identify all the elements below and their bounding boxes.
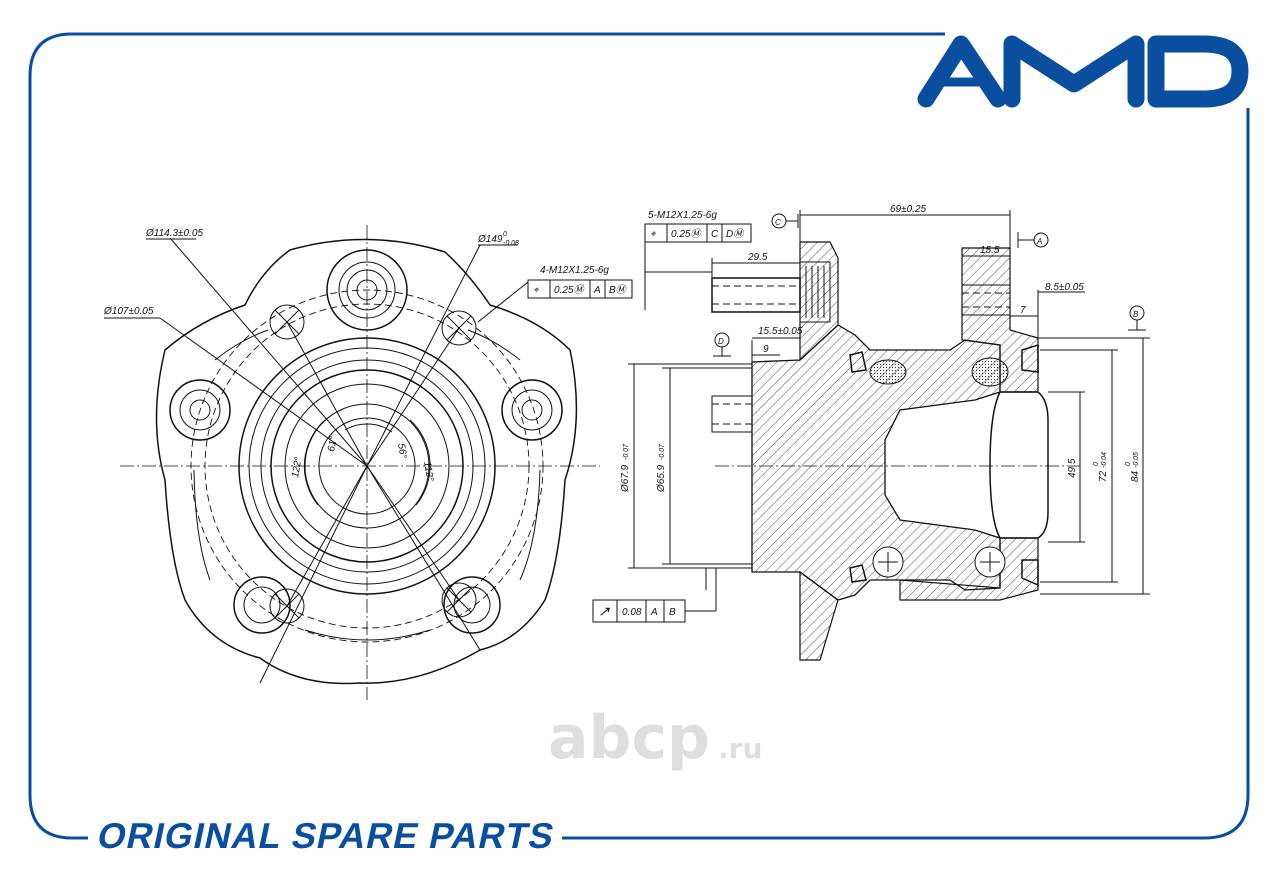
frame-border [28, 32, 945, 840]
outer-diameter-dimension: Ø149 [477, 234, 503, 245]
pcd-dimension: Ø114.3±0.05 [145, 228, 203, 239]
svg-text:A: A [1036, 237, 1042, 246]
frame-border-right [562, 108, 1250, 840]
length-9: 9 [763, 344, 769, 355]
angle-112: 112° [421, 461, 435, 483]
svg-text:0.25Ⓜ: 0.25Ⓜ [671, 228, 702, 240]
angle-56: 56° [395, 443, 408, 460]
watermark: abcp .ru [548, 703, 762, 773]
svg-text:abcp: abcp [548, 703, 710, 773]
slogan: ORIGINAL SPARE PARTS [94, 815, 558, 856]
diameter-72: 72 [1098, 470, 1109, 482]
angle-61: 61° [326, 436, 339, 453]
feature-control-frame-5: ⌖ 0.25Ⓜ C DⓂ [644, 223, 752, 243]
wheel-stud-hole [233, 576, 291, 634]
outer-diameter-tol-upper: 0 [503, 231, 507, 238]
diameter-84: 84 [1130, 470, 1141, 482]
svg-text:.ru: .ru [718, 732, 762, 765]
diameter-67-9: Ø67.9 [620, 464, 631, 493]
svg-text:B: B [1133, 310, 1139, 319]
svg-text:0: 0 [1093, 462, 1100, 466]
svg-text:⌖: ⌖ [650, 229, 657, 240]
svg-text:-0.05: -0.05 [1133, 452, 1140, 468]
svg-text:-0.07: -0.07 [623, 443, 630, 460]
svg-text:⌖: ⌖ [533, 285, 540, 296]
diameter-49-5: 49.5 [1067, 458, 1078, 478]
feature-control-frame-4: ⌖ 0.25Ⓜ A BⓂ [527, 279, 633, 299]
hub-flange-section [799, 241, 839, 362]
runout-control-frame: ↗ 0.08 A B [592, 599, 686, 623]
svg-text:0.08: 0.08 [622, 607, 642, 618]
wheel-stud-hole [169, 379, 231, 441]
wheel-stud-hole [501, 379, 563, 441]
length-7: 7 [1020, 305, 1026, 316]
wheel-stud [711, 277, 801, 313]
length-29-5: 29.5 [747, 252, 768, 263]
length-15-5b: 15.5±0.05 [758, 326, 803, 337]
length-8-5: 8.5±0.05 [1045, 282, 1084, 293]
svg-text:C: C [775, 218, 781, 227]
diameter-107-dimension: Ø107±0.05 [103, 306, 154, 317]
svg-text:BⓂ: BⓂ [609, 284, 628, 296]
outer-diameter-tol-lower: -0.08 [503, 240, 519, 247]
amd-logo [917, 35, 1249, 108]
angle-122: 122° [290, 456, 304, 478]
length-15-5: 15.5 [980, 245, 1000, 256]
svg-text:-0.07: -0.07 [659, 443, 666, 460]
svg-text:A: A [593, 285, 601, 296]
thread-callout-5: 5-M12X1.25-6g [648, 210, 717, 221]
hub-body-section [751, 324, 1001, 601]
svg-text:↗: ↗ [598, 603, 610, 619]
svg-text:0.25Ⓜ: 0.25Ⓜ [554, 284, 585, 296]
svg-text:-0.04: -0.04 [1101, 452, 1108, 468]
svg-text:D: D [718, 337, 724, 346]
diameter-65-9: Ø65.9 [656, 464, 667, 493]
thread-callout-4: 4-M12X1.25-6g [540, 265, 609, 276]
bearing-ball [869, 357, 1009, 578]
front-view: Ø114.3±0.05 Ø149 0 -0.08 Ø107±0.05 122° … [103, 225, 633, 700]
length-69: 69±0.25 [890, 204, 927, 215]
svg-text:B: B [669, 607, 676, 618]
svg-text:0: 0 [1125, 462, 1132, 466]
svg-text:C: C [711, 229, 719, 240]
svg-text:A: A [650, 607, 658, 618]
svg-text:DⓂ: DⓂ [726, 228, 745, 240]
section-view: 69±0.25 C 5-M12X1.25-6g ⌖ 0.25Ⓜ C DⓂ 29.… [592, 204, 1150, 661]
flange-outline [155, 238, 578, 685]
